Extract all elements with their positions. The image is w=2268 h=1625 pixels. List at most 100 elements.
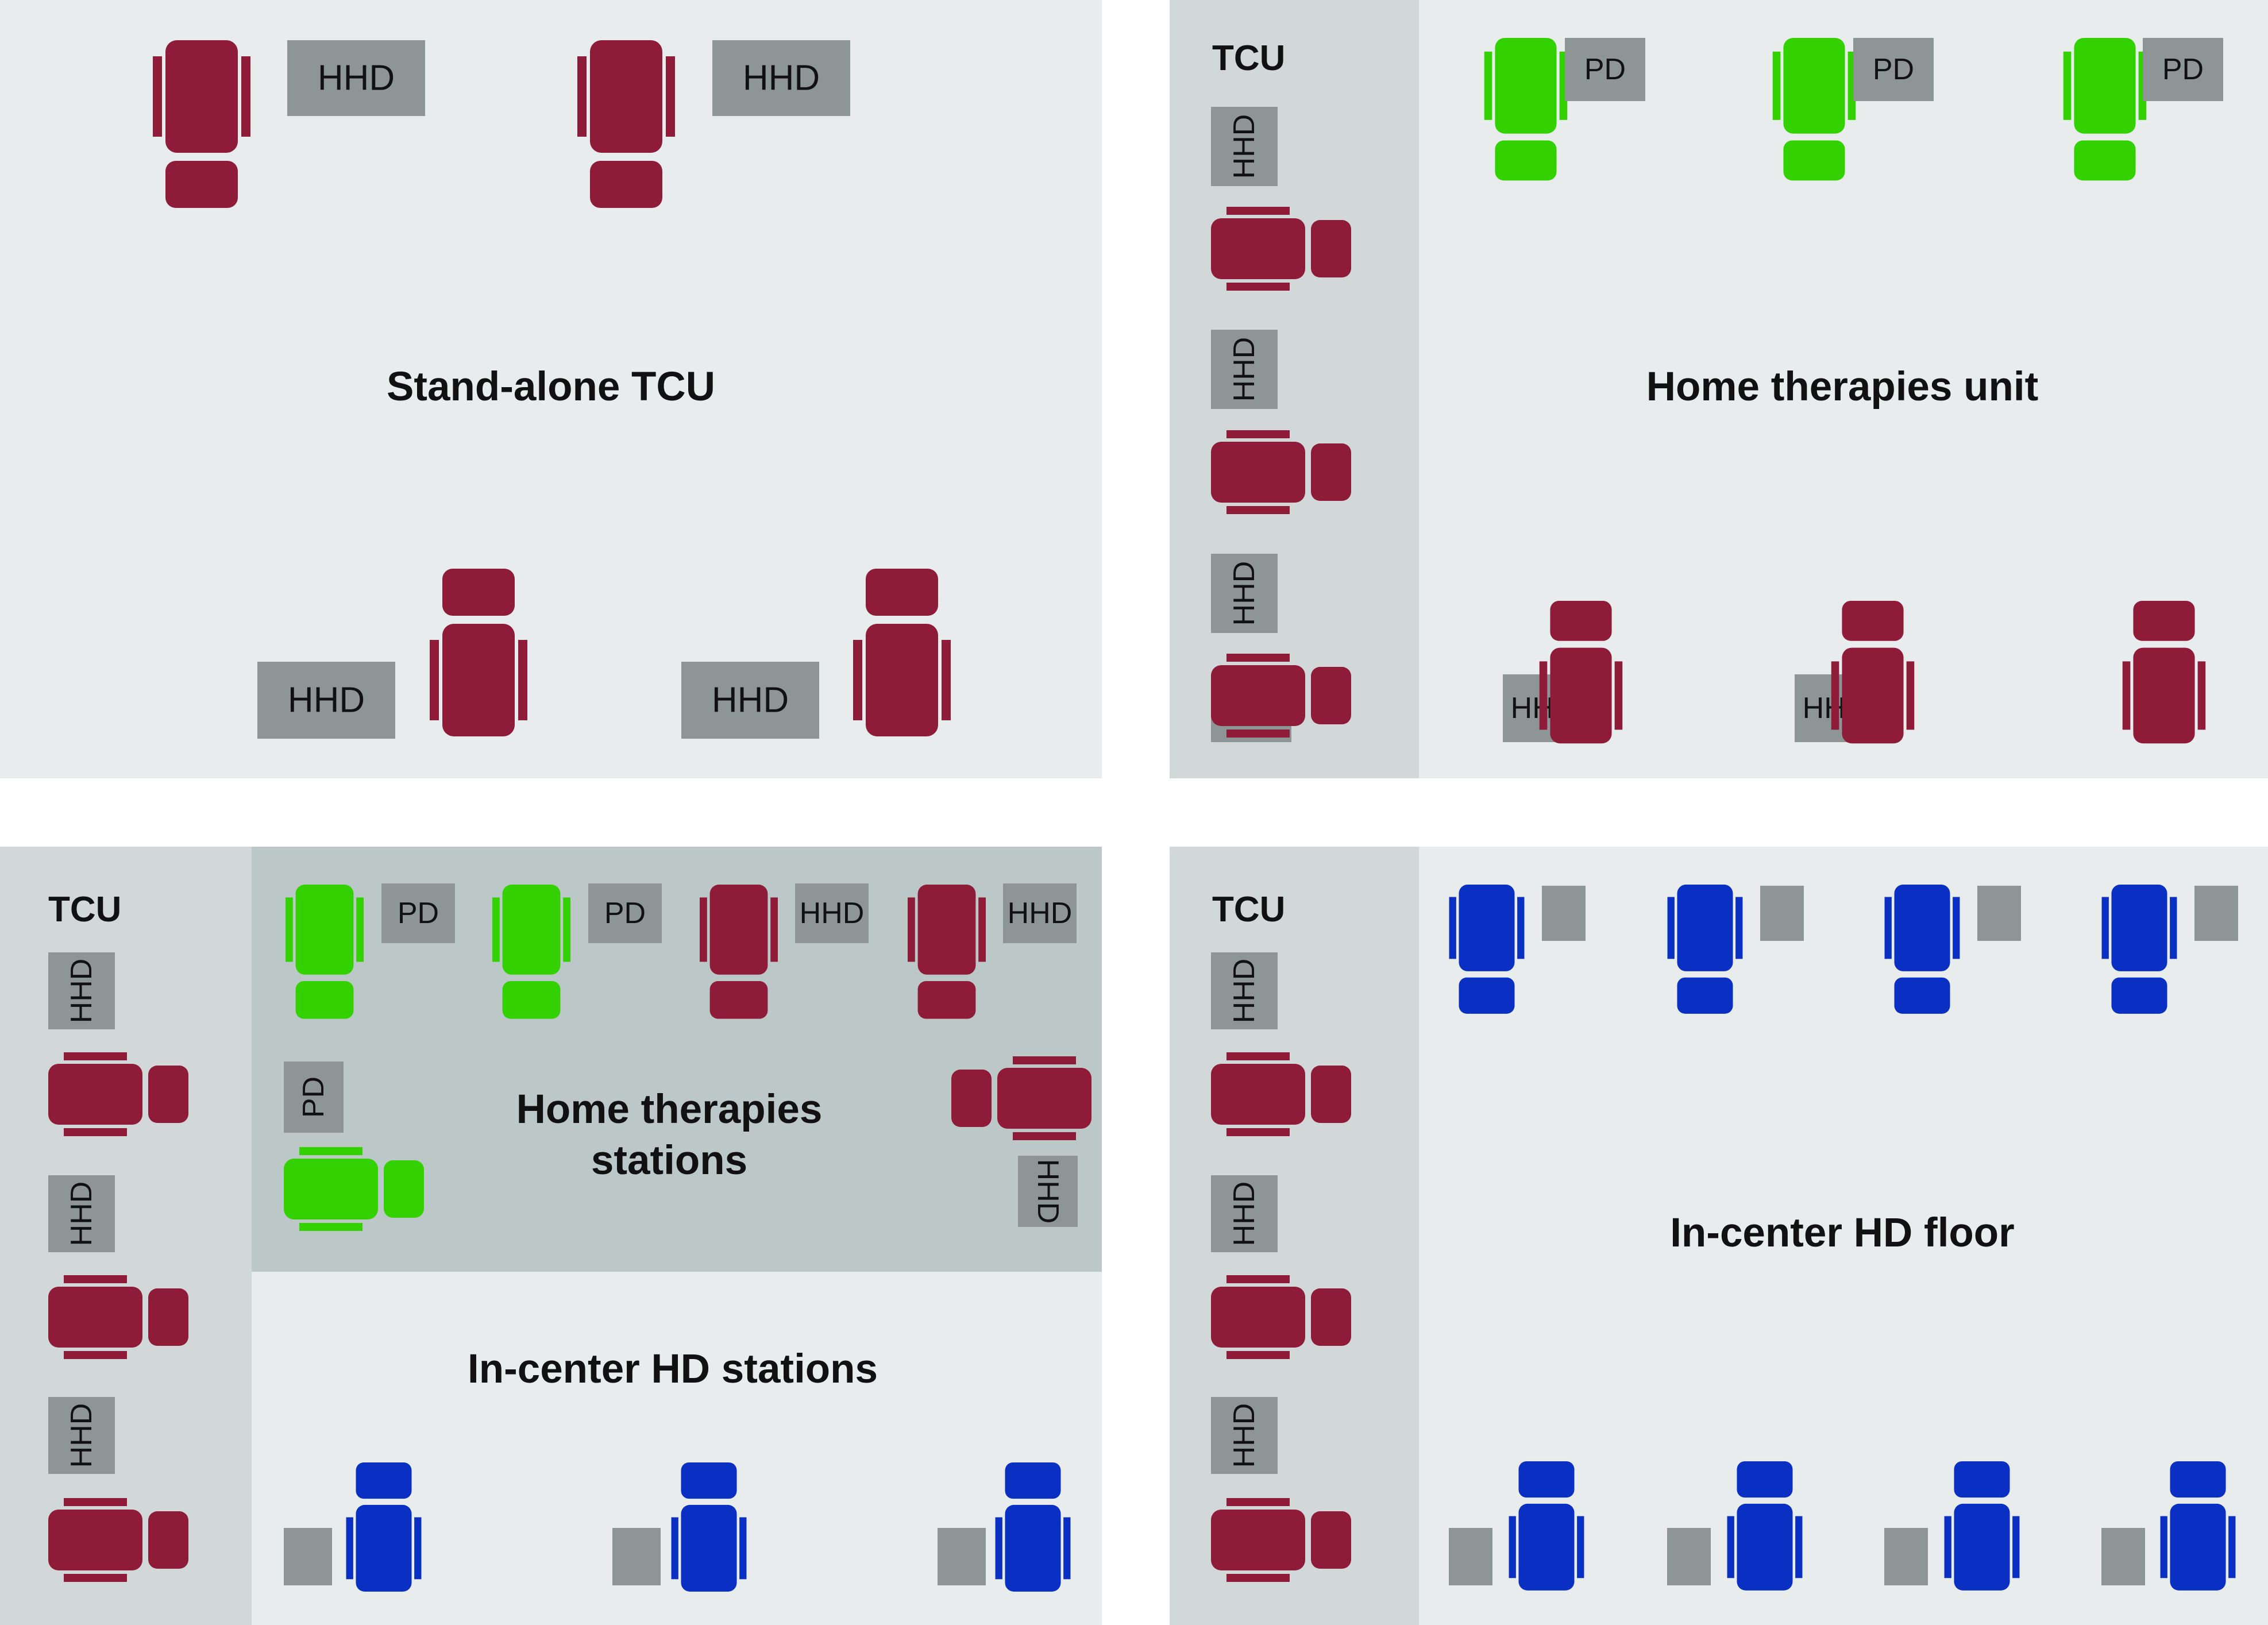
machine-label: PD [1584, 53, 1626, 86]
incenter-chair [995, 1462, 1071, 1592]
machine-label: PD [297, 1076, 330, 1118]
hhd-chair [48, 1275, 188, 1359]
incenter-chair [671, 1462, 747, 1592]
machine-label: PD [1873, 53, 1914, 86]
hhd-chair [1211, 654, 1351, 738]
incenter-machine [1884, 1528, 1928, 1585]
machine-label: HHD [65, 959, 98, 1024]
incenter-machine [2194, 886, 2238, 941]
incenter-chair [1944, 1461, 2020, 1591]
hhd-machine: HHD [1211, 952, 1278, 1029]
tcu-label-combined: TCU [48, 890, 121, 929]
hhd-machine: HHD [1211, 330, 1278, 409]
hhd-chair [153, 40, 250, 208]
hhd-chair [1211, 430, 1351, 514]
machine-label: HHD [1228, 561, 1261, 626]
hhd-machine: HHD [681, 662, 819, 739]
machine-label: PD [2162, 53, 2204, 86]
panel-home-unit-tcu-strip [1170, 0, 1419, 778]
title-home-therapies-stations-line2: stations [591, 1138, 747, 1183]
pd-machine: PD [2143, 38, 2223, 101]
hhd-chair [1831, 601, 1915, 744]
hhd-chair [48, 1498, 188, 1582]
incenter-chair [1509, 1461, 1584, 1591]
incenter-machine [1977, 886, 2021, 941]
pd-machine: PD [588, 883, 662, 943]
hhd-machine: HHD [795, 883, 869, 943]
hhd-chair [853, 569, 951, 736]
incenter-machine [612, 1528, 661, 1585]
hhd-chair [577, 40, 675, 208]
hhd-chair [1211, 1052, 1351, 1136]
hhd-machine: HHD [48, 1175, 115, 1252]
pd-machine: PD [284, 1062, 344, 1133]
incenter-machine [284, 1528, 332, 1585]
pd-chair [492, 885, 570, 1019]
incenter-machine [1449, 1528, 1492, 1585]
machine-label: HHD [1228, 337, 1261, 402]
hhd-chair [430, 569, 527, 736]
title-home-therapies-unit: Home therapies unit [1646, 364, 2039, 410]
incenter-machine [1542, 886, 1586, 941]
machine-label: HHD [65, 1403, 98, 1468]
title-standalone-tcu: Stand-alone TCU [387, 364, 715, 410]
hhd-chair [1539, 601, 1623, 744]
hhd-chair [1211, 1498, 1351, 1582]
hhd-machine: HHD [1003, 883, 1077, 943]
hhd-chair [1211, 1275, 1351, 1359]
hhd-machine: HHD [712, 40, 850, 116]
incenter-chair [1884, 885, 1960, 1014]
machine-label: HHD [743, 59, 820, 98]
machine-label: HHD [1228, 959, 1261, 1024]
panel-incenter-tcu-strip [1170, 847, 1419, 1625]
incenter-machine [1760, 886, 1804, 941]
machine-label: HHD [65, 1182, 98, 1246]
hhd-machine: HHD [48, 952, 115, 1029]
pd-chair [1484, 38, 1568, 181]
incenter-chair [2101, 885, 2177, 1014]
incenter-chair [1727, 1461, 1803, 1591]
hhd-machine: HHD [1211, 554, 1278, 633]
machine-label: HHD [712, 681, 789, 720]
hhd-machine: HHD [1018, 1156, 1078, 1227]
incenter-chair [1449, 885, 1525, 1014]
pd-machine: PD [1853, 38, 1934, 101]
machine-label: HHD [1008, 897, 1073, 930]
machine-label: HHD [800, 897, 865, 930]
pd-chair [1772, 38, 1856, 181]
tcu-label-home-unit: TCU [1212, 38, 1285, 78]
hhd-chair [1211, 207, 1351, 291]
machine-label: HHD [1228, 114, 1261, 179]
hhd-machine: HHD [1211, 1397, 1278, 1474]
incenter-machine [2101, 1528, 2145, 1585]
machine-label: HHD [1031, 1159, 1064, 1224]
incenter-machine [938, 1528, 986, 1585]
panel-combined-tcu-strip [0, 847, 252, 1625]
title-incenter-hd-floor: In-center HD floor [1670, 1210, 2015, 1256]
hhd-chair [908, 885, 986, 1019]
pd-chair [284, 1147, 424, 1231]
hhd-machine: HHD [257, 662, 395, 739]
hhd-chair [951, 1056, 1091, 1140]
hhd-machine: HHD [1211, 1175, 1278, 1252]
pd-chair [2063, 38, 2147, 181]
tcu-label-incenter-floor: TCU [1212, 890, 1285, 929]
hhd-machine: HHD [48, 1397, 115, 1474]
hhd-chair [2122, 601, 2206, 744]
hhd-chair [700, 885, 778, 1019]
machine-label: HHD [288, 681, 365, 720]
title-home-therapies-stations-line1: Home therapies [516, 1087, 823, 1132]
hhd-machine: HHD [287, 40, 425, 116]
machine-label: HHD [1228, 1403, 1261, 1468]
pd-machine: PD [381, 883, 455, 943]
incenter-chair [1667, 885, 1743, 1014]
incenter-machine [1667, 1528, 1711, 1585]
incenter-chair [346, 1462, 422, 1592]
machine-label: HHD [318, 59, 395, 98]
title-incenter-hd-stations: In-center HD stations [468, 1346, 878, 1392]
hhd-machine: HHD [1211, 107, 1278, 186]
pd-chair [286, 885, 364, 1019]
machine-label: PD [398, 897, 439, 930]
machine-label: HHD [1228, 1182, 1261, 1246]
